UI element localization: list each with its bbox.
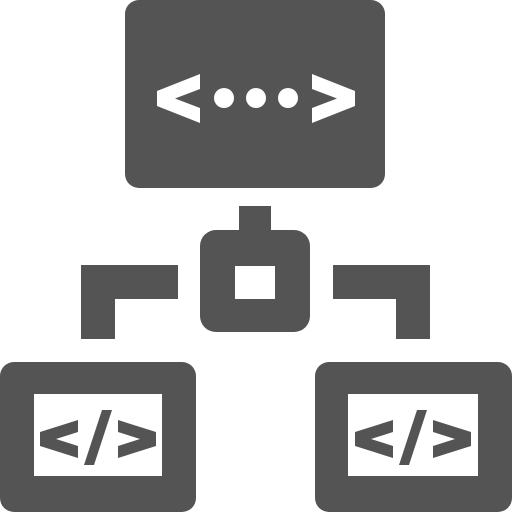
left-tag-slash (84, 410, 112, 465)
left-node (0, 362, 196, 512)
right-tag-open-chevron (355, 420, 393, 458)
hub-node (200, 230, 310, 332)
top-node (125, 0, 385, 188)
left-connector-vertical (81, 265, 115, 339)
top-right-chevron (312, 74, 355, 123)
right-node (315, 362, 512, 512)
left-tag-close-chevron (118, 420, 156, 458)
right-code-tag-icon (355, 410, 471, 465)
right-connector-vertical (396, 265, 430, 339)
right-tag-slash (399, 410, 427, 465)
top-dot-3 (278, 88, 298, 108)
right-connector (333, 265, 430, 339)
left-tag-open-chevron (40, 420, 78, 458)
right-tag-close-chevron (433, 420, 471, 458)
left-code-tag-icon (40, 410, 156, 465)
top-dot-1 (214, 88, 234, 108)
top-dot-2 (246, 88, 266, 108)
left-connector (81, 265, 178, 339)
ellipsis-code-icon (157, 74, 355, 123)
hub-window (235, 266, 275, 299)
top-left-chevron (157, 74, 200, 123)
